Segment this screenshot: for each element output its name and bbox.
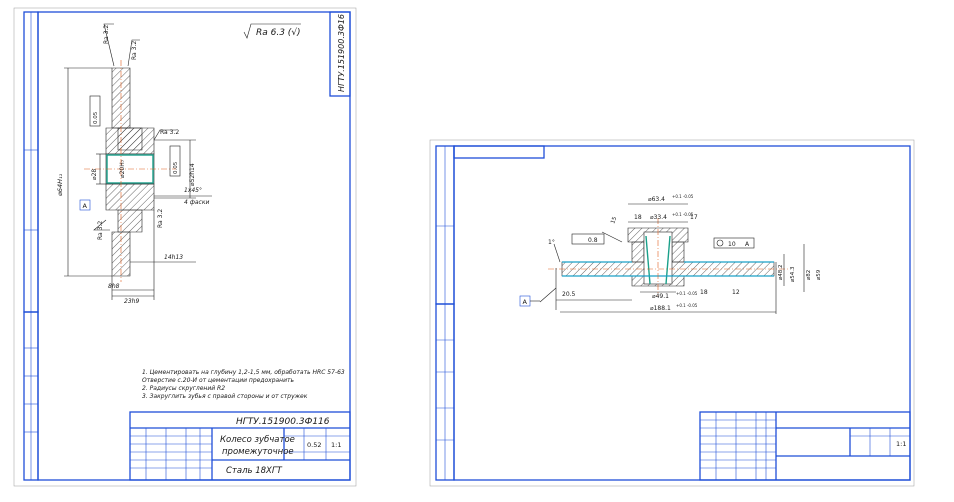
datum-a-right: A [523,298,528,306]
part-name-2: промежуточное [222,447,294,457]
dim-w-12: 12 [732,289,740,296]
dim-side-b: ⌀54.3 [790,266,796,282]
note-line-1: 1. Цементировать на глубину 1,2-1,5 мм, … [142,369,345,376]
dim-d-188-tol: +0.1 -0.05 [676,303,698,308]
material: Сталь 18ХГТ [226,466,283,476]
dim-w-20-5: 20.5 [562,291,576,298]
dim-d-right: ⌀82 [806,270,812,280]
tol-frame-2: 0.05 [173,161,179,174]
ra-top-a: Ra 3.2 [103,25,110,44]
dim-d-49-tol: +0.1 -0.05 [676,291,698,296]
dim-length-1: 14h13 [164,254,183,261]
dim-d-188: ⌀188.1 [650,305,671,312]
dim-d-33: ⌀33.4 [650,214,667,221]
datum-box-value: 10 [728,241,736,248]
ra-side-c: Ra 3.2 [160,129,179,136]
dim-w-18b: 18 [700,289,708,296]
datum-box-letter: A [745,241,750,248]
rotated-code: НГТУ.151900.3Ф16 [337,14,346,92]
dim-d-top-tol: +0.1 -0.05 [672,194,694,199]
dim-chamfer-count: 4 фаски [184,199,209,206]
dim-d-33-tol: +0.1 -0.05 [672,212,694,217]
dim-length-3: 23h9 [124,298,139,305]
gear-section-view [64,23,212,300]
ra-bottom-e: Ra 3.2 [157,209,164,228]
dim-bore-left: ⌀28 [91,169,98,180]
scale-value-left: 1:1 [331,441,341,449]
tol-frame-1: 0.05 [93,111,99,124]
right-drawing-sheet: ⌀63.4 +0.1 -0.05 ⌀33.4 +0.1 -0.05 18 17 … [429,139,915,487]
left-drawing-sheet: НГТУ.151900.3Ф16 Ra 6.3 (√) [13,7,357,487]
note-line-3: 2. Радиусы скруглений R2 [142,385,225,392]
dim-w-18a: 18 [634,214,642,221]
gear-horizontal-section [539,203,805,314]
dim-d-right-2: ⌀59 [816,269,822,280]
dim-tip-diameter: ⌀64Н₁₁ [56,173,64,196]
dim-bore: ⌀20Н₇ [119,159,126,178]
mass-value: 0.52 [307,441,321,449]
right-title-block: 1:1 [699,411,911,481]
dim-side-a: ⌀48.2 [778,264,784,280]
scale-value-right: 1:1 [896,440,906,448]
dim-hub-out: ⌀52h14 [189,163,196,186]
left-title-block: НГТУ.151900.3Ф116 Колесо зубчатое промеж… [129,411,351,481]
roughness-symbol: Ra 6.3 (√) [256,27,301,38]
dim-r-small: 15 [610,216,618,225]
part-name-1: Колесо зубчатое [220,435,295,445]
dim-d-top: ⌀63.4 [648,196,665,203]
ra-bottom-d: Ra 3.2 [97,221,104,240]
technical-notes: 1. Цементировать на глубину 1,2-1,5 мм, … [142,369,345,400]
note-line-4: 3. Закруглить зубья с правой стороны и о… [142,393,308,400]
dim-w-17: 17 [690,214,698,221]
dim-angle: 1° [548,239,555,246]
dim-d-49: ⌀49.1 [652,293,669,300]
note-line-2: Отверстие с.20-И от цементации предохран… [142,377,294,384]
ra-top-b: Ra 3.2 [131,41,138,60]
dim-length-2: 8h8 [108,283,120,290]
tol-box-right: 0.8 [588,237,598,244]
dim-chamfer: 1x45° [184,187,202,194]
datum-a-left: A [83,202,88,210]
title-block-code: НГТУ.151900.3Ф116 [236,417,330,427]
